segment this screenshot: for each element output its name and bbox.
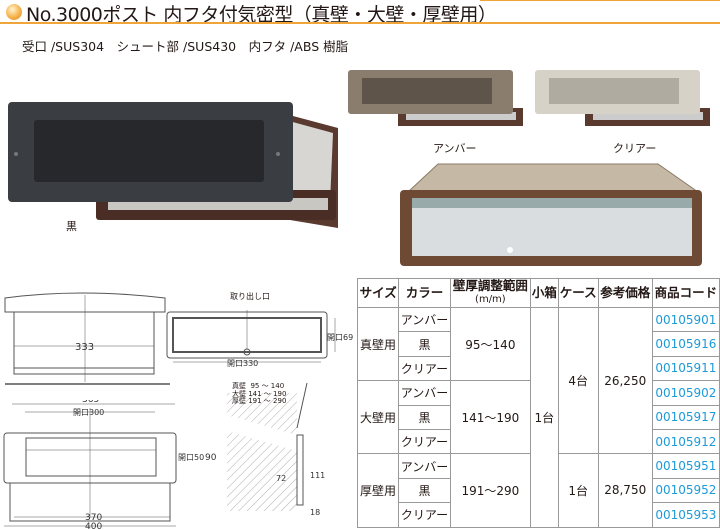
code-cell[interactable]: 00105952 — [651, 477, 720, 504]
code-cell[interactable]: 00105917 — [651, 404, 720, 430]
table-header: サイズ カラー 壁厚調整範囲(m/m) 小箱 ケース 参考価格 商品コード — [356, 278, 720, 308]
table-row: クリアー 00105911 — [358, 355, 720, 382]
rear-opening-width: 開口330 — [227, 359, 258, 368]
dim-111: 111 — [310, 471, 325, 480]
code-cell[interactable]: 00105951 — [651, 453, 720, 479]
dim-opening-50: 開口50 — [178, 453, 204, 462]
table-row: 大壁用 アンバー 141～190 00105902 — [356, 380, 720, 455]
dim-400: 400 — [85, 522, 102, 530]
dim-18: 18 — [310, 508, 320, 517]
table-row: クリアー 00105953 — [358, 502, 720, 528]
dim-365: 365 — [82, 400, 99, 405]
code-cell[interactable]: 00105912 — [651, 428, 720, 455]
rear-view-drawing: 開口330 開口69 — [166, 310, 353, 368]
material-subtitle: 受口 /SUS304 シュート部 /SUS430 内フタ /ABS 樹脂 — [22, 39, 349, 54]
table-row: 黒 00105917 — [358, 404, 720, 430]
size-cell: 大壁用 — [356, 380, 400, 455]
open-post-photo — [400, 163, 702, 266]
black-label: 黒 — [66, 220, 77, 233]
amber-label: アンバー — [433, 142, 477, 155]
color-cell: アンバー — [398, 453, 451, 479]
top-rule — [480, 0, 720, 1]
color-cell: 黒 — [398, 404, 451, 430]
table-row: クリアー 00105912 — [358, 428, 720, 455]
color-cell: 黒 — [398, 331, 451, 357]
range-cell: 141～190 — [449, 380, 532, 455]
small-box-cell: 1台 — [530, 307, 559, 528]
table-row: 黒 00105952 — [358, 477, 720, 504]
th-range: 壁厚調整範囲(m/m) — [449, 278, 532, 308]
clear-post-photo — [535, 70, 710, 126]
price-cell: 26,250 — [597, 306, 653, 455]
th-size: サイズ — [356, 278, 400, 308]
dim-90: 90 — [205, 453, 217, 463]
th-code: 商品コード — [651, 278, 720, 308]
clear-label: クリアー — [613, 142, 657, 155]
dim-370: 370 — [85, 513, 102, 523]
top-width-dim: 333 — [75, 342, 94, 353]
bullet-ball-icon — [6, 4, 22, 20]
table-row: 黒 00105916 — [358, 331, 720, 357]
title-underline — [0, 22, 720, 24]
th-price: 参考価格 — [597, 278, 653, 308]
top-view-drawing: 333 — [4, 292, 170, 385]
black-post-photo — [8, 102, 338, 228]
color-cell: クリアー — [398, 502, 451, 528]
front-view-drawing: 365 開口300 開口50 90 370 400 — [3, 400, 217, 530]
dim-72: 72 — [276, 474, 286, 483]
color-cell: アンバー — [398, 380, 451, 406]
color-cell: 黒 — [398, 477, 451, 504]
range-cell: 95～140 — [449, 306, 532, 382]
code-cell[interactable]: 00105901 — [651, 306, 720, 333]
range-cell: 191～290 — [449, 453, 532, 528]
page-title: No.3000ポスト 内フタ付気密型（真壁・大壁・厚壁用） — [26, 4, 497, 26]
color-cell: クリアー — [398, 428, 451, 455]
amber-post-photo — [348, 70, 523, 126]
table-row: 真壁用 アンバー 95～140 1台 4台 26,250 00105901 — [356, 306, 720, 528]
table-row: 厚壁用 アンバー 191～290 1台 28,750 00105951 — [356, 453, 720, 528]
th-case: ケース — [557, 278, 599, 308]
price-cell: 28,750 — [597, 453, 653, 528]
th-color: カラー — [398, 278, 451, 308]
section-drawing: 72 111 18 — [227, 383, 325, 517]
rear-opening-height: 開口69 — [327, 333, 353, 342]
rear-view-title: 取り出し口 — [230, 292, 270, 301]
code-cell[interactable]: 00105911 — [651, 355, 720, 382]
color-cell: アンバー — [398, 306, 451, 333]
code-cell[interactable]: 00105953 — [651, 502, 720, 528]
product-table: サイズ カラー 壁厚調整範囲(m/m) 小箱 ケース 参考価格 商品コード 真壁… — [356, 278, 720, 528]
case-cell: 4台 — [557, 306, 599, 455]
size-cell: 厚壁用 — [356, 453, 400, 528]
th-small-box: 小箱 — [530, 278, 559, 308]
case-cell: 1台 — [557, 453, 599, 528]
color-cell: クリアー — [398, 355, 451, 382]
dim-opening-300: 開口300 — [73, 408, 104, 417]
size-cell: 真壁用 — [356, 306, 400, 382]
code-cell[interactable]: 00105902 — [651, 380, 720, 406]
code-cell[interactable]: 00105916 — [651, 331, 720, 357]
